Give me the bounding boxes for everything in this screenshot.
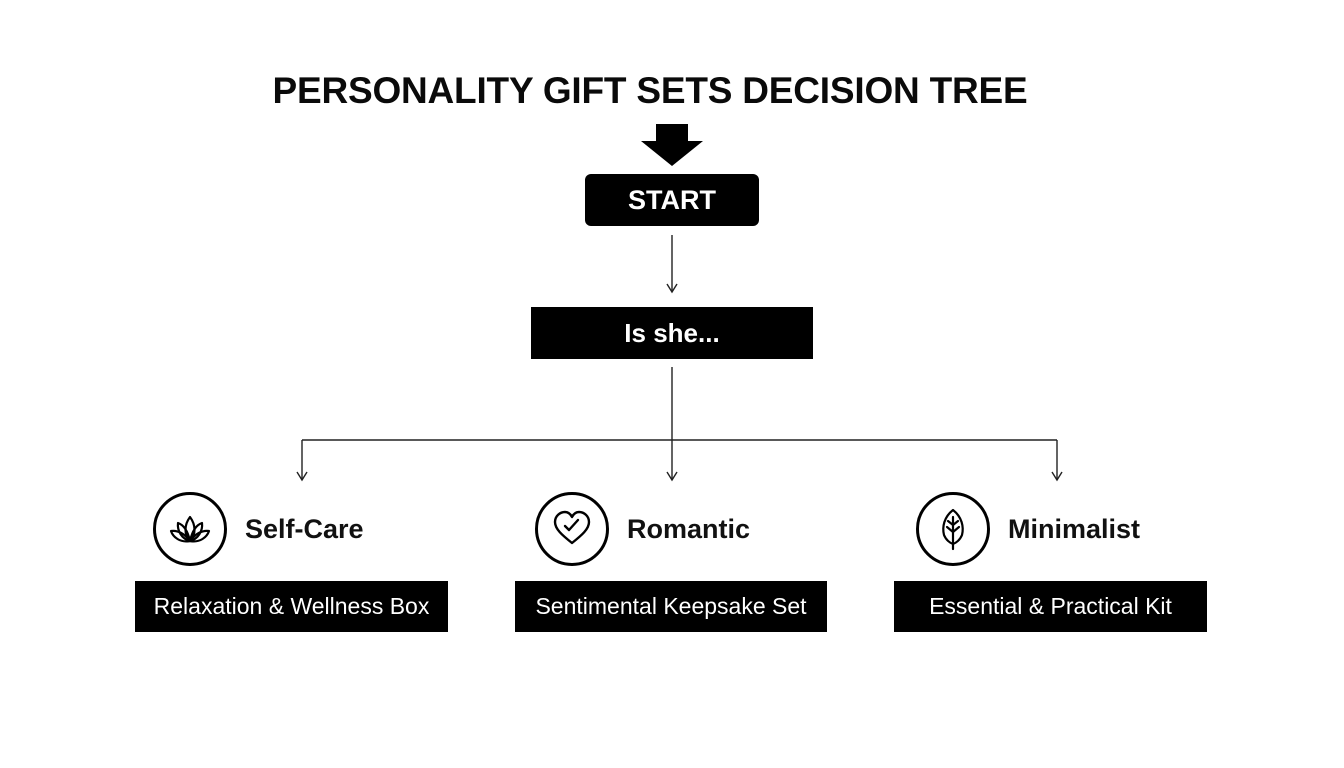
branch-label-romantic: Romantic bbox=[627, 513, 751, 544]
start-to-question-connector bbox=[666, 235, 678, 294]
start-label: START bbox=[628, 184, 716, 215]
question-label: Is she... bbox=[624, 317, 720, 348]
result-label-minimalist: Essential & Practical Kit bbox=[929, 593, 1172, 619]
lotus-icon bbox=[153, 492, 227, 566]
start-node: START bbox=[585, 174, 759, 226]
question-to-branches-connector bbox=[296, 367, 1063, 482]
heart-icon bbox=[535, 492, 609, 566]
leaf-icon bbox=[916, 492, 990, 566]
branch-label-minimalist: Minimalist bbox=[1008, 513, 1141, 544]
entry-arrow bbox=[641, 124, 703, 166]
result-box-self-care: Relaxation & Wellness Box bbox=[135, 581, 448, 632]
result-label-self-care: Relaxation & Wellness Box bbox=[153, 593, 430, 619]
result-label-romantic: Sentimental Keepsake Set bbox=[535, 593, 807, 619]
result-box-minimalist: Essential & Practical Kit bbox=[894, 581, 1207, 632]
branch-romantic: Romantic bbox=[535, 492, 750, 566]
diagram-title: PERSONALITY GIFT SETS DECISION TREE bbox=[272, 70, 1028, 111]
question-node: Is she... bbox=[531, 307, 813, 359]
branch-label-self-care: Self-Care bbox=[245, 513, 364, 544]
branch-self-care: Self-Care bbox=[153, 492, 364, 566]
branch-minimalist: Minimalist bbox=[916, 492, 1140, 566]
result-box-romantic: Sentimental Keepsake Set bbox=[515, 581, 827, 632]
